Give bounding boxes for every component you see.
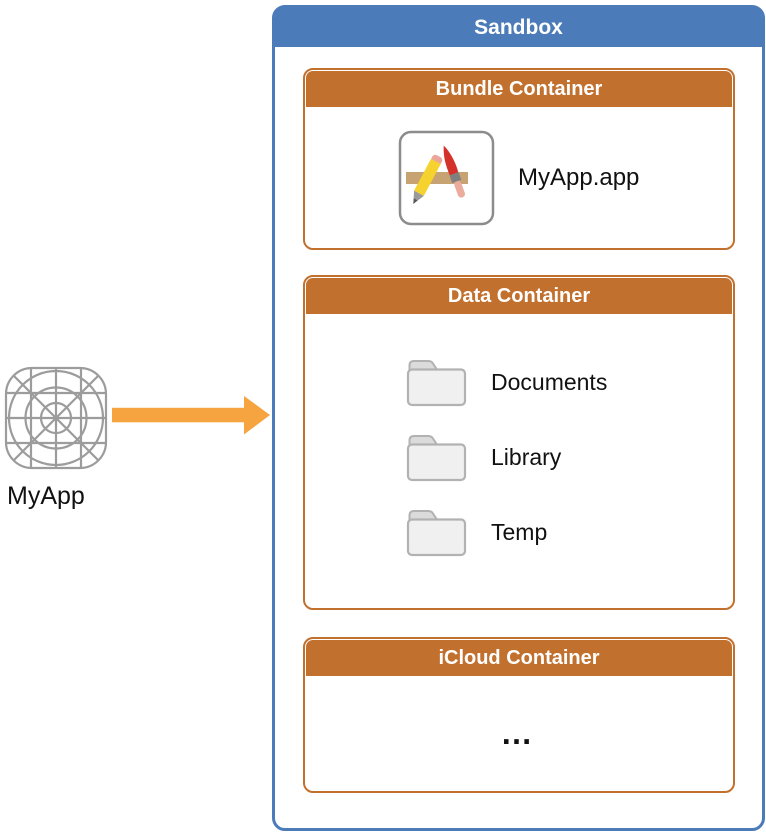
data-container-body: Documents Library Temp — [305, 315, 733, 558]
folder-row-documents: Documents — [305, 356, 733, 408]
brush-shape — [443, 145, 466, 198]
data-container-title: Data Container — [306, 278, 732, 314]
sandbox-box: Sandbox Bundle Container — [272, 5, 765, 831]
app-store-icon — [398, 130, 495, 225]
sandbox-title: Sandbox — [275, 8, 762, 47]
folder-label: Temp — [491, 518, 548, 545]
arrow-right-icon — [112, 396, 270, 435]
data-container-box: Data Container Documents Library — [303, 275, 735, 610]
folder-icon — [406, 435, 467, 482]
app-grid-template-icon — [4, 366, 108, 470]
folder-row-temp: Temp — [305, 506, 733, 558]
folder-row-library: Library — [305, 431, 733, 483]
bundle-container-body: MyApp.app — [305, 108, 733, 247]
icloud-container-box: iCloud Container … — [303, 637, 735, 793]
folder-label: Documents — [491, 368, 608, 395]
source-app-label: MyApp — [7, 482, 85, 510]
icloud-container-body: … — [305, 677, 733, 790]
bundle-container-box: Bundle Container — [303, 68, 735, 250]
ellipsis-placeholder: … — [500, 715, 538, 751]
folder-icon — [406, 510, 467, 557]
bundle-container-title: Bundle Container — [306, 71, 732, 107]
bundle-app-label: MyApp.app — [518, 163, 640, 191]
pencil-shape — [413, 154, 443, 204]
folder-icon — [406, 360, 467, 407]
folder-label: Library — [491, 443, 562, 470]
icloud-container-title: iCloud Container — [306, 640, 732, 676]
